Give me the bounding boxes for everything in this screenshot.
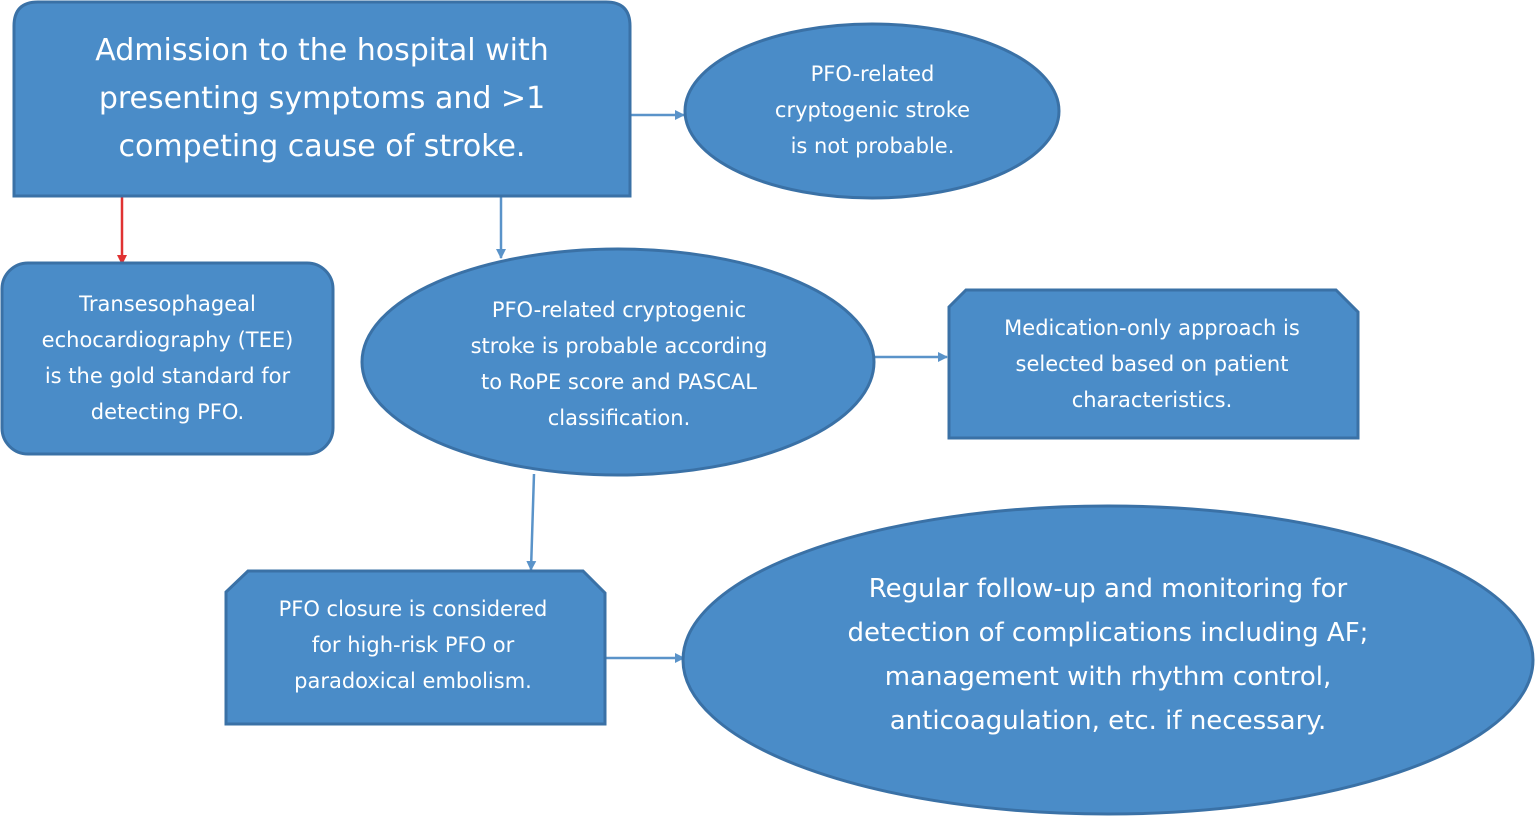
tee-line-3: is the gold standard for	[44, 364, 291, 388]
probable-line-4: classification.	[547, 406, 691, 430]
medication-line-3: characteristics.	[1071, 388, 1233, 412]
tee-line-4: detecting PFO.	[90, 400, 245, 424]
tee-line-2: echocardiography (TEE)	[41, 328, 294, 352]
closure-box	[224, 569, 607, 726]
not-probable-text: PFO-related cryptogenic stroke is not pr…	[700, 40, 1045, 180]
closure-line-2: for high-risk PFO or	[311, 633, 515, 657]
probable-ellipse	[360, 247, 876, 477]
followup-line-1: Regular follow-up and monitoring for	[868, 574, 1348, 604]
followup-line-2: detection of complications including AF;	[847, 618, 1369, 648]
admission-line-3: competing cause of stroke.	[118, 129, 526, 164]
medication-text: Medication-only approach is selected bas…	[952, 300, 1352, 428]
closure-line-1: PFO closure is considered	[278, 597, 548, 621]
tee-box	[0, 261, 335, 456]
not-probable-ellipse	[683, 22, 1061, 200]
not-probable-line-2: cryptogenic stroke	[774, 98, 971, 122]
followup-text: Regular follow-up and monitoring for det…	[790, 560, 1426, 750]
admission-box	[12, 0, 632, 198]
closure-line-3: paradoxical embolism.	[294, 669, 532, 693]
closure-text: PFO closure is considered for high-risk …	[228, 580, 598, 710]
followup-ellipse	[681, 504, 1535, 816]
admission-text: Admission to the hospital with presentin…	[14, 4, 630, 194]
not-probable-line-3: is not probable.	[790, 134, 955, 158]
medication-line-2: selected based on patient	[1015, 352, 1289, 376]
admission-line-2: presenting symptoms and >1	[98, 81, 546, 116]
medication-box	[947, 288, 1360, 440]
probable-line-2: stroke is probable according	[470, 334, 768, 358]
probable-line-1: PFO-related cryptogenic	[491, 298, 747, 322]
arrow-probable-to-closure	[526, 473, 537, 571]
probable-line-3: to RoPE score and PASCAL	[481, 370, 757, 394]
medication-line-1: Medication-only approach is	[1004, 316, 1300, 340]
probable-text: PFO-related cryptogenic stroke is probab…	[420, 290, 818, 438]
tee-text: Transesophageal echocardiography (TEE) i…	[4, 268, 331, 448]
tee-line-1: Transesophageal	[79, 292, 256, 316]
followup-line-4: anticoagulation, etc. if necessary.	[889, 706, 1327, 736]
admission-line-1: Admission to the hospital with	[95, 33, 549, 68]
not-probable-line-1: PFO-related	[810, 62, 935, 86]
followup-line-3: management with rhythm control,	[884, 662, 1332, 692]
